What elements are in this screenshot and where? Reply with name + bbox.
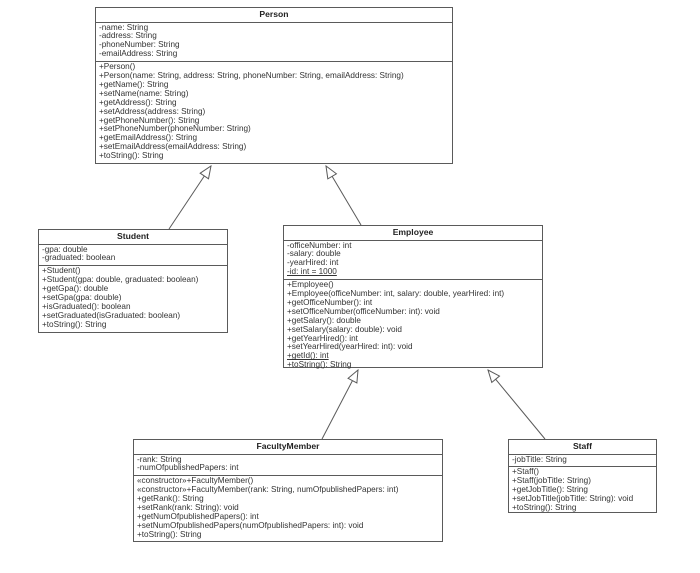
class-person-operations: +Person()+Person(name: String, address: …: [96, 62, 452, 163]
class-facultymember-operations: «constructor»+FacultyMember()«constructo…: [134, 476, 442, 541]
class-staff-title: Staff: [509, 440, 656, 455]
attribute-row: -phoneNumber: String: [99, 40, 180, 50]
operation-row: +toString(): String: [137, 529, 202, 539]
class-person-attributes: -name: String-address: String-phoneNumbe…: [96, 23, 452, 63]
generalization-arrow-staff-to-employee[interactable]: [488, 370, 546, 440]
attribute-row: -officeNumber: int: [287, 240, 352, 250]
operation-row: +getSalary(): double: [287, 315, 361, 325]
class-facultymember[interactable]: FacultyMember -rank: String-numOfpublish…: [133, 439, 443, 542]
class-student[interactable]: Student -gpa: double-graduated: boolean …: [38, 229, 228, 333]
attribute-row: -emailAddress: String: [99, 49, 178, 59]
class-facultymember-title: FacultyMember: [134, 440, 442, 455]
operation-row: +Person(name: String, address: String, p…: [99, 71, 404, 81]
operation-row: +getRank(): String: [137, 494, 204, 504]
operation-row: +Student(gpa: double, graduated: boolean…: [42, 275, 199, 285]
operation-row: +setGpa(gpa: double): [42, 293, 122, 303]
operation-row: +Student(): [42, 266, 81, 276]
operation-row: +Person(): [99, 62, 136, 72]
operation-row: +setName(name: String): [99, 88, 189, 98]
operation-row: «constructor»+FacultyMember(rank: String…: [137, 485, 399, 495]
attribute-row: -yearHired: int: [287, 258, 339, 268]
class-facultymember-attributes: -rank: String-numOfpublishedPapers: int: [134, 455, 442, 477]
operation-row: +setYearHired(yearHired: int): void: [287, 342, 413, 352]
class-employee-operations: +Employee()+Employee(officeNumber: int, …: [284, 280, 542, 372]
attribute-row: -numOfpublishedPapers: int: [137, 463, 239, 473]
operation-row: +Staff(jobTitle: String): [512, 476, 591, 486]
operation-row: +toString(): String: [512, 503, 577, 513]
operation-row: +setNumOfpublishedPapers(numOfpublishedP…: [137, 520, 364, 530]
attribute-row: -id: int = 1000: [287, 267, 337, 277]
generalization-arrow-student-to-person[interactable]: [168, 166, 211, 230]
operation-row: +getYearHired(): int: [287, 333, 358, 343]
attribute-row: -name: String: [99, 22, 149, 32]
operation-row: +setGraduated(isGraduated: boolean): [42, 310, 181, 320]
class-employee-attributes: -officeNumber: int-salary: double-yearHi…: [284, 241, 542, 281]
operation-row: +getPhoneNumber(): String: [99, 115, 200, 125]
attribute-row: -rank: String: [137, 454, 182, 464]
attribute-row: -graduated: boolean: [42, 253, 116, 263]
class-student-operations: +Student()+Student(gpa: double, graduate…: [39, 266, 227, 332]
operation-row: +setAddress(address: String): [99, 106, 206, 116]
operation-row: +getGpa(): double: [42, 284, 109, 294]
operation-row: +Employee(): [287, 280, 334, 290]
attribute-row: -jobTitle: String: [512, 454, 567, 464]
operation-row: +getId(): int: [287, 351, 329, 361]
attribute-row: -salary: double: [287, 249, 341, 259]
operation-row: «constructor»+FacultyMember(): [137, 476, 254, 486]
class-employee-title: Employee: [284, 226, 542, 241]
operation-row: +getNumOfpublishedPapers(): int: [137, 511, 259, 521]
class-staff[interactable]: Staff -jobTitle: String +Staff()+Staff(j…: [508, 439, 657, 513]
operation-row: +Employee(officeNumber: int, salary: dou…: [287, 289, 505, 299]
operation-row: +getAddress(): String: [99, 97, 177, 107]
operation-row: +setSalary(salary: double): void: [287, 324, 402, 334]
class-student-title: Student: [39, 230, 227, 245]
operation-row: +setRank(rank: String): void: [137, 503, 239, 513]
generalization-arrow-facultymember-to-employee[interactable]: [321, 370, 358, 440]
operation-row: +Staff(): [512, 467, 539, 477]
operation-row: +setEmailAddress(emailAddress: String): [99, 142, 247, 152]
operation-row: +toString(): String: [287, 360, 352, 370]
operation-row: +getOfficeNumber(): int: [287, 297, 373, 307]
operation-row: +setJobTitle(jobTitle: String): void: [512, 494, 634, 504]
class-employee[interactable]: Employee -officeNumber: int-salary: doub…: [283, 225, 543, 369]
generalization-arrow-employee-to-person[interactable]: [326, 166, 362, 226]
operation-row: +setPhoneNumber(phoneNumber: String): [99, 124, 251, 134]
attribute-row: -address: String: [99, 31, 157, 41]
class-staff-attributes: -jobTitle: String: [509, 455, 656, 468]
class-person-title: Person: [96, 8, 452, 23]
operation-row: +getJobTitle(): String: [512, 485, 588, 495]
operation-row: +setOfficeNumber(officeNumber: int): voi…: [287, 306, 440, 316]
operation-row: +getEmailAddress(): String: [99, 133, 198, 143]
operation-row: +toString(): String: [42, 319, 107, 329]
operation-row: +isGraduated(): boolean: [42, 301, 131, 311]
operation-row: +getName(): String: [99, 79, 169, 89]
attribute-row: -gpa: double: [42, 244, 88, 254]
operation-row: +toString(): String: [99, 151, 164, 161]
class-student-attributes: -gpa: double-graduated: boolean: [39, 245, 227, 267]
class-staff-operations: +Staff()+Staff(jobTitle: String)+getJobT…: [509, 467, 656, 515]
class-person[interactable]: Person -name: String-address: String-pho…: [95, 7, 453, 164]
